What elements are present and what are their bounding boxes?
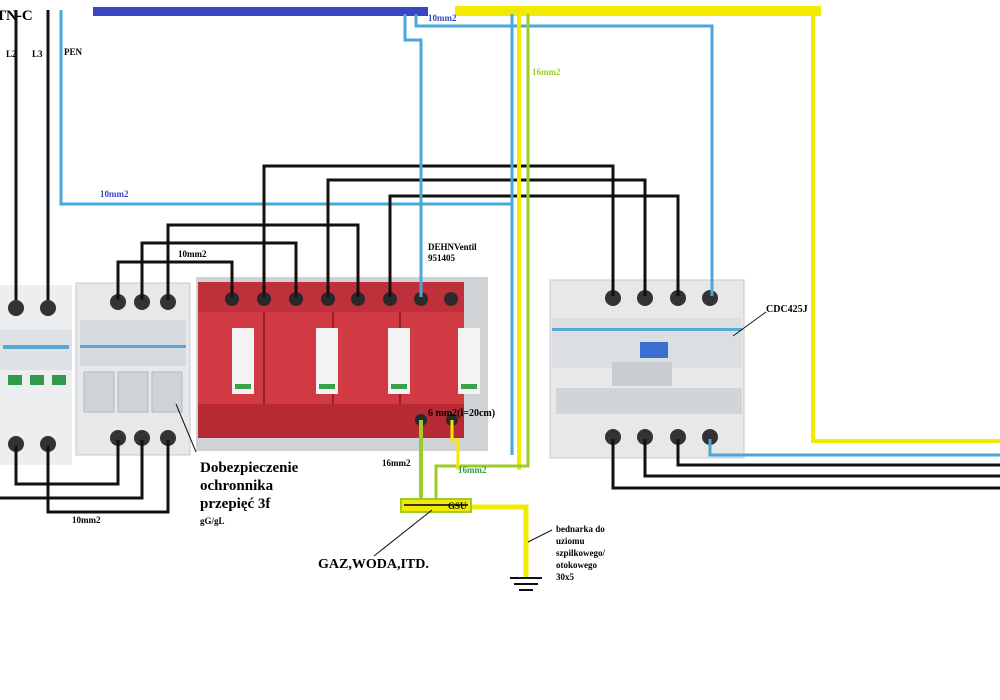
green-16mm2-label: 16mm2 — [532, 67, 561, 77]
strip-label-2: uziomu — [556, 536, 585, 546]
fuse-spd-wire-2 — [140, 241, 298, 300]
utilities-label: GAZ,WODA,ITD. — [318, 557, 429, 572]
l3-label: L3 — [32, 49, 43, 59]
pe-green-wire — [434, 14, 530, 503]
spd-rcd-wire-1 — [262, 164, 615, 297]
mcb-fuse-wire-3 — [46, 440, 170, 514]
pen-label: PEN — [64, 47, 83, 57]
fuse-10mm2-label: 10mm2 — [178, 249, 207, 259]
mcb-fuse-wire-1 — [14, 440, 120, 486]
rcd-out-1 — [611, 439, 1000, 490]
fuse-desc-1: Dobezpieczenie — [200, 460, 299, 476]
spd-ground-label: 6 mm2(l=20cm) — [428, 408, 495, 419]
rcd-model-label: CDC425J — [766, 304, 808, 315]
fuse-desc-2: ochronnika — [200, 478, 274, 494]
right-16mm2-label: 16mm2 — [458, 465, 487, 475]
spd-ground-right — [450, 420, 460, 470]
spd-rcd-wire-2 — [326, 178, 647, 297]
n-wire-spd — [403, 14, 423, 297]
spd-rcd-wire-3 — [388, 194, 680, 297]
fuse-desc-3: przepięć 3f — [200, 496, 271, 512]
n-out — [708, 439, 1000, 457]
fuse-type: gG/gL — [200, 516, 225, 526]
n-wire-rcd — [414, 14, 714, 296]
bottom-10mm2-label: 10mm2 — [72, 515, 101, 525]
system-label: TN-C — [0, 8, 33, 24]
dehn-code-label: 951405 — [428, 253, 456, 263]
dehn-surge-arrester — [196, 277, 488, 451]
strip-pointer — [527, 529, 553, 543]
utilities-pointer — [373, 509, 433, 557]
rcd-out-2 — [643, 439, 1000, 478]
strip-label-4: otokowego — [556, 560, 597, 570]
earth-strip — [470, 504, 529, 578]
pen-wire — [59, 10, 514, 206]
rcd-out-3 — [676, 439, 1000, 467]
earth-symbol — [510, 577, 542, 591]
rcd-pointer — [732, 311, 767, 337]
dehn-name-label: DEHNVentil — [428, 242, 477, 252]
fuse-disconnector — [75, 282, 191, 456]
n-busbar — [93, 7, 428, 16]
pe-right — [811, 14, 1000, 443]
pen-10mm2-label: 10mm2 — [100, 189, 129, 199]
fuse-spd-wire-1 — [116, 260, 234, 300]
fuse-pointer — [175, 403, 197, 453]
rcd-device — [549, 279, 745, 459]
l2-label: L2 — [6, 49, 17, 59]
strip-label-5: 30x5 — [556, 572, 575, 582]
pe-busbar — [455, 6, 821, 16]
strip-label-1: bednarka do — [556, 524, 605, 534]
left-16mm2-label: 16mm2 — [382, 458, 411, 468]
top-10mm2-label: 10mm2 — [428, 13, 457, 23]
strip-label-3: szpilkowego/ — [556, 548, 606, 558]
mcb-photo — [0, 285, 72, 465]
gsu-label: GSU — [448, 501, 467, 511]
